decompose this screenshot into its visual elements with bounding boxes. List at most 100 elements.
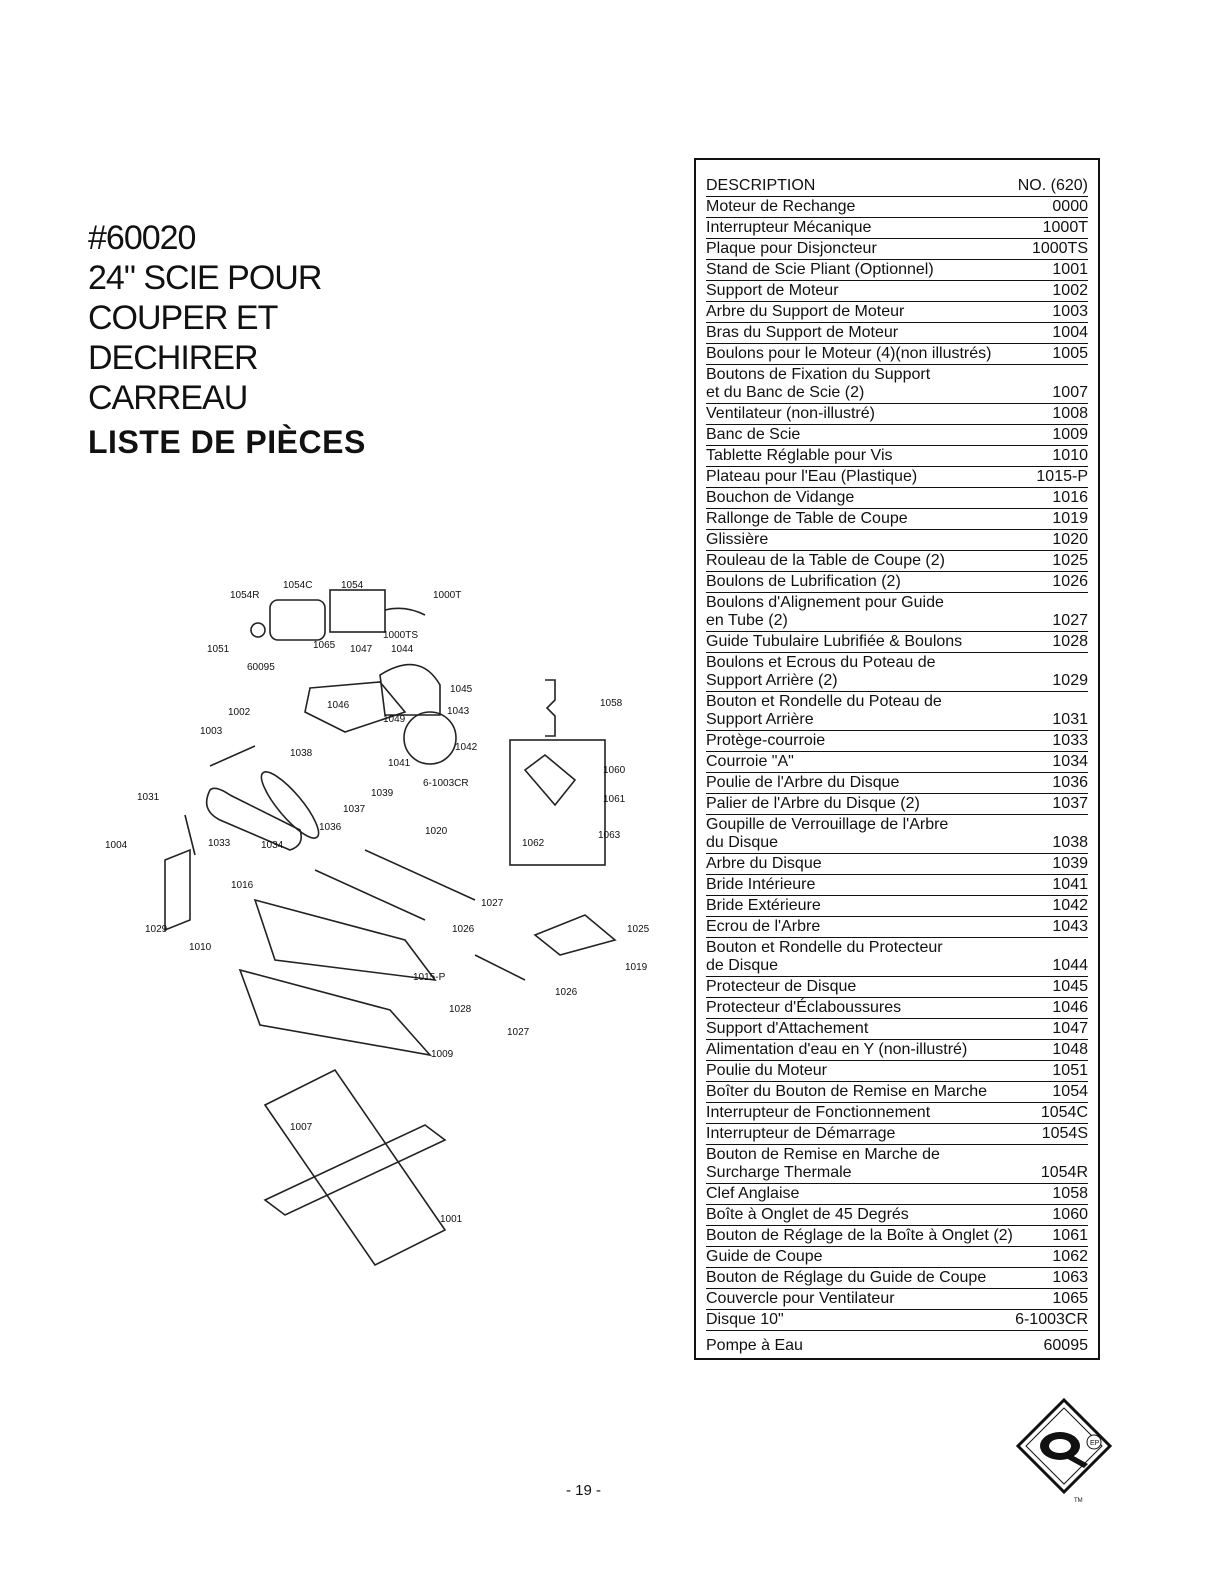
table-row: Protège-courroie 1033 bbox=[706, 731, 1088, 752]
callout-1062: 1062 bbox=[522, 838, 545, 849]
rail-drawing bbox=[364, 849, 476, 901]
belt-drawing bbox=[260, 771, 320, 839]
callout-1036: 1036 bbox=[319, 822, 342, 833]
part-description: Protège-courroie bbox=[706, 732, 826, 749]
callout-1010: 1010 bbox=[189, 942, 212, 953]
callout-1026: 1026 bbox=[555, 987, 578, 998]
part-description: Bouchon de Vidange bbox=[706, 489, 855, 506]
part-number: 1033 bbox=[1052, 732, 1088, 749]
part-description: Protecteur d'Éclaboussures bbox=[706, 999, 902, 1016]
part-description: Goupille de Verrouillage de l'Arbre du D… bbox=[706, 816, 949, 851]
table-row: Ventilateur (non-illustré)1008 bbox=[706, 404, 1088, 425]
miter-box-frame bbox=[509, 739, 606, 866]
callout-1020: 1020 bbox=[425, 826, 448, 837]
part-description: Rouleau de la Table de Coupe (2) bbox=[706, 552, 945, 569]
part-description: Poulie du Moteur bbox=[706, 1062, 827, 1079]
callout-1046: 1046 bbox=[327, 700, 350, 711]
table-row: Alimentation d'eau en Y (non-illustré)10… bbox=[706, 1040, 1088, 1061]
part-description: Bouton de Réglage de la Boîte à Onglet (… bbox=[706, 1227, 1013, 1244]
part-number: 1010 bbox=[1052, 447, 1088, 464]
part-description: Glissière bbox=[706, 531, 769, 548]
callout-1026-top: 1026 bbox=[452, 924, 475, 935]
callout-1063: 1063 bbox=[598, 830, 621, 841]
callout-1038: 1038 bbox=[290, 748, 313, 759]
part-number: 1054R bbox=[1040, 1164, 1088, 1181]
part-description: Boulons et Ecrous du Poteau de Support A… bbox=[706, 654, 936, 689]
part-number: 1025 bbox=[1052, 552, 1088, 569]
part-description: Guide de Coupe bbox=[706, 1248, 823, 1265]
part-number: 1061 bbox=[1052, 1227, 1088, 1244]
part-description: Arbre du Support de Moteur bbox=[706, 303, 905, 320]
table-row: Guide de Coupe 1062 bbox=[706, 1247, 1088, 1268]
part-number: 0000 bbox=[1052, 198, 1088, 215]
logo-tm: TM bbox=[1074, 1498, 1083, 1504]
part-number: 1002 bbox=[1052, 282, 1088, 299]
part-number: 1019 bbox=[1052, 510, 1088, 527]
part-number: 1051 bbox=[1052, 1062, 1088, 1079]
callout-1015-P: 1015-P bbox=[413, 972, 446, 983]
table-row: Boulons de Lubrification (2)1026 bbox=[706, 572, 1088, 593]
part-number: 1062 bbox=[1052, 1248, 1088, 1265]
part-description: Courroie "A" bbox=[706, 753, 794, 770]
part-description: Bride Extérieure bbox=[706, 897, 821, 914]
part-number: 1038 bbox=[1052, 834, 1088, 851]
motor-pulley-drawing bbox=[250, 622, 266, 638]
table-row: Bouton de Réglage de la Boîte à Onglet (… bbox=[706, 1226, 1088, 1247]
part-description: Support d'Attachement bbox=[706, 1020, 869, 1037]
part-number: 1001 bbox=[1052, 261, 1088, 278]
callout-1034: 1034 bbox=[261, 840, 284, 851]
callout-1029: 1029 bbox=[145, 924, 168, 935]
blade-guard-drawing bbox=[379, 663, 441, 716]
part-number: 1047 bbox=[1052, 1020, 1088, 1037]
part-description: Interrupteur Mécanique bbox=[706, 219, 872, 236]
table-row: Palier de l'Arbre du Disque (2)1037 bbox=[706, 794, 1088, 815]
table-row: Boulons et Ecrous du Poteau de Support A… bbox=[706, 653, 1088, 692]
part-number: 1031 bbox=[1052, 711, 1088, 728]
water-tray-drawing bbox=[253, 898, 437, 982]
table-row: Boulons d'Alignement pour Guide en Tube … bbox=[706, 593, 1088, 632]
part-description: Alimentation d'eau en Y (non-illustré) bbox=[706, 1041, 968, 1058]
callout-1027: 1027 bbox=[507, 1027, 530, 1038]
part-description: Bras du Support de Moteur bbox=[706, 324, 899, 341]
table-row: Boulons pour le Moteur (4)(non illustrés… bbox=[706, 344, 1088, 365]
table-row: Support d'Attachement 1047 bbox=[706, 1019, 1088, 1040]
callout-1016: 1016 bbox=[231, 880, 254, 891]
callout-1049: 1049 bbox=[383, 714, 406, 725]
exploded-parts-diagram: 1054R 1054C 1054 1000T 1000TS 1051 1065 … bbox=[95, 570, 675, 1290]
part-description: Plateau pour l'Eau (Plastique) bbox=[706, 468, 918, 485]
motor-drawing bbox=[269, 599, 326, 641]
part-description: Tablette Réglable pour Vis bbox=[706, 447, 893, 464]
part-description: Boulons de Lubrification (2) bbox=[706, 573, 901, 590]
table-header: DESCRIPTION NO. (620) bbox=[706, 176, 1088, 197]
part-number: 1029 bbox=[1052, 672, 1088, 689]
part-number: 6-1003CR bbox=[1015, 1311, 1088, 1328]
part-number: 1054C bbox=[1040, 1104, 1088, 1121]
part-description: Guide Tubulaire Lubrifiée & Boulons bbox=[706, 633, 963, 650]
part-number: 60095 bbox=[1043, 1337, 1089, 1354]
part-description: Bouton et Rondelle du Poteau de Support … bbox=[706, 693, 942, 728]
table-row: Poulie du Moteur 1051 bbox=[706, 1061, 1088, 1082]
table-row: Tablette Réglable pour Vis 1010 bbox=[706, 446, 1088, 467]
callout-1019: 1019 bbox=[625, 962, 648, 973]
part-description: Boulons d'Alignement pour Guide en Tube … bbox=[706, 594, 944, 629]
part-description: Arbre du Disque bbox=[706, 855, 822, 872]
part-number: 1007 bbox=[1052, 384, 1088, 401]
part-number: 1046 bbox=[1052, 999, 1088, 1016]
part-description: Stand de Scie Pliant (Optionnel) bbox=[706, 261, 934, 278]
part-number: 1043 bbox=[1052, 918, 1088, 935]
part-description: Rallonge de Table de Coupe bbox=[706, 510, 908, 527]
part-description: Clef Anglaise bbox=[706, 1185, 800, 1202]
